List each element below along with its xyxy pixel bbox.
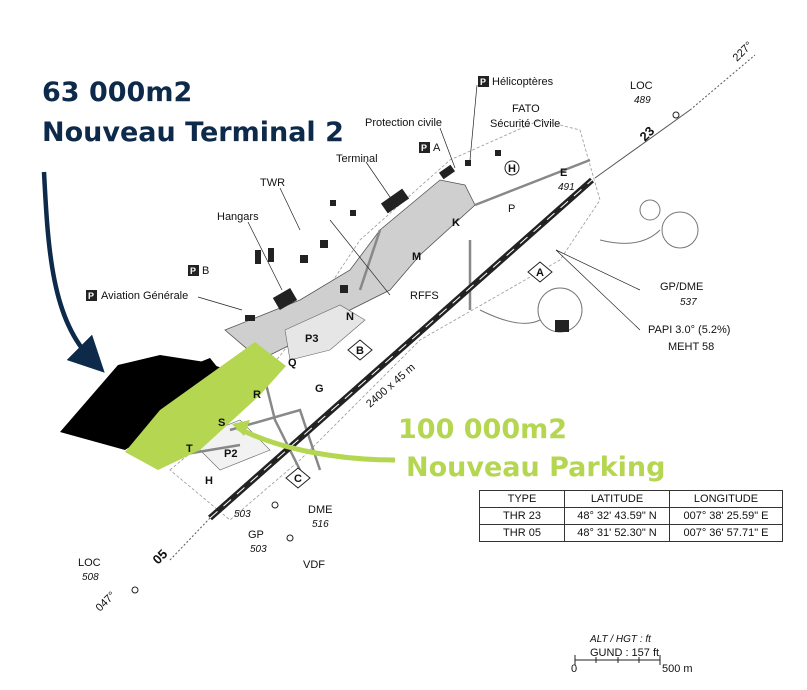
label-helicopteres: Hélicoptères (492, 76, 554, 88)
apron-p: P (508, 203, 515, 215)
label-loc-sw: LOC (78, 557, 101, 569)
table-header-row: TYPE LATITUDE LONGITUDE (479, 490, 783, 508)
apron-markers: A B C H (285, 160, 553, 489)
cell-longitude: 007° 36' 57.71" E (669, 524, 783, 542)
p3-apron (284, 304, 366, 361)
se-roads (479, 199, 699, 333)
new-terminal-2-shape (60, 355, 230, 450)
leader-lines (197, 84, 641, 331)
label-fato: FATO (512, 103, 540, 115)
gp-sw-symbol (271, 501, 279, 509)
heliport-h: H (508, 163, 516, 175)
label-gp-dme: GP/DME (660, 281, 703, 293)
cell-latitude: 48° 31' 52.30" N (564, 524, 670, 542)
col-latitude: LATITUDE (564, 490, 670, 508)
runway-centerline (209, 179, 593, 519)
approach-lights-sw (169, 517, 211, 561)
cell-latitude: 48° 32' 43.59" N (564, 507, 670, 525)
label-dme-sw: DME (308, 504, 332, 516)
terminal-arrow (41, 171, 105, 373)
twy-k: K (452, 217, 460, 229)
scale-zero: 0 (571, 663, 577, 675)
twy-s: S (218, 417, 225, 429)
table-row: THR 23 48° 32' 43.59" N 007° 38' 25.59" … (479, 507, 783, 525)
table-row: THR 05 48° 31' 52.30" N 007° 36' 57.71" … (479, 524, 783, 542)
scale-max: 500 m (662, 663, 693, 675)
label-loc-sw-alt: 508 (82, 572, 99, 583)
label-rffs: RFFS (410, 290, 439, 302)
col-type: TYPE (479, 490, 565, 508)
approach-lights-ne (594, 54, 756, 179)
label-gp-sw: GP (248, 529, 264, 541)
parking-area-text: 100 000m2 (398, 414, 568, 445)
label-rwy-05: 05 (150, 546, 171, 567)
label-papi: PAPI 3.0° (5.2%) (648, 324, 730, 336)
label-p-a: A (433, 142, 441, 154)
apron-c: C (294, 473, 302, 485)
twy-e: E (560, 167, 567, 179)
p-badge-heli: P (480, 77, 486, 87)
label-gp-sw-alt: 503 (250, 544, 267, 555)
label-twr: TWR (260, 177, 285, 189)
cell-type: THR 05 (479, 524, 565, 542)
twy-g: G (315, 383, 324, 395)
p-badge-a: P (421, 143, 427, 153)
twy-p3: P3 (305, 333, 318, 345)
p-badge-ga: P (88, 291, 94, 301)
loc-ne-symbol (672, 111, 680, 119)
parking-arrow-head (232, 420, 250, 436)
label-rwy-23: 23 (637, 123, 658, 144)
label-loc-ne-alt: 489 (634, 95, 651, 106)
new-terminal-2-connector (180, 358, 218, 380)
label-hangars: Hangars (217, 211, 259, 223)
loc-sw-symbol (131, 586, 139, 594)
label-hdg-227: 227° (731, 40, 756, 65)
label-gp-dme-alt: 537 (680, 297, 697, 308)
label-hdg-047: 047° (94, 590, 119, 615)
label-meht: MEHT 58 (668, 341, 714, 353)
label-loc-ne: LOC (630, 80, 653, 92)
terminal-area-text: 63 000m2 (42, 77, 193, 108)
label-aviation-generale: Aviation Générale (101, 290, 188, 302)
twy-r: R (253, 389, 261, 401)
scale-gund: GUND : 157 ft (590, 647, 659, 659)
scale-bar: 0 500 m ALT / HGT : ft GUND : 157 ft (571, 634, 693, 675)
parking-name-text: Nouveau Parking (406, 452, 666, 483)
terminal-name-text: Nouveau Terminal 2 (42, 117, 344, 148)
label-protection-civile: Protection civile (365, 117, 442, 129)
label-terminal: Terminal (336, 153, 378, 165)
twy-m: M (412, 251, 421, 263)
new-parking-shape (125, 342, 286, 470)
parking-badges: P P P P (86, 76, 489, 301)
col-longitude: LONGITUDE (669, 490, 783, 508)
cell-type: THR 23 (479, 507, 565, 525)
label-p-b: B (202, 265, 209, 277)
twy-q: Q (288, 357, 297, 369)
twy-p2: P2 (224, 448, 237, 460)
p-badge-b: P (190, 266, 196, 276)
apron-a: A (536, 267, 544, 279)
twy-h: H (205, 475, 213, 487)
vdf-symbol (286, 534, 294, 542)
apron-b: B (356, 345, 364, 357)
scale-alt-hgt: ALT / HGT : ft (589, 634, 652, 645)
cell-longitude: 007° 38' 25.59" E (669, 507, 783, 525)
label-thr23-alt: 491 (558, 182, 575, 193)
taxiway-letters: E K M N P3 Q G R S T P2 H P (186, 167, 567, 487)
parking-arrow (236, 425, 396, 463)
label-securite-civile: Sécurité Civile (490, 118, 560, 130)
buildings (245, 150, 569, 332)
threshold-coordinates-table: TYPE LATITUDE LONGITUDE THR 23 48° 32' 4… (479, 490, 783, 542)
twy-n: N (346, 311, 354, 323)
label-dme-sw-alt: 516 (312, 519, 329, 530)
label-thr05-alt: 503 (234, 509, 251, 520)
label-vdf: VDF (303, 559, 325, 571)
twy-t: T (186, 443, 193, 455)
